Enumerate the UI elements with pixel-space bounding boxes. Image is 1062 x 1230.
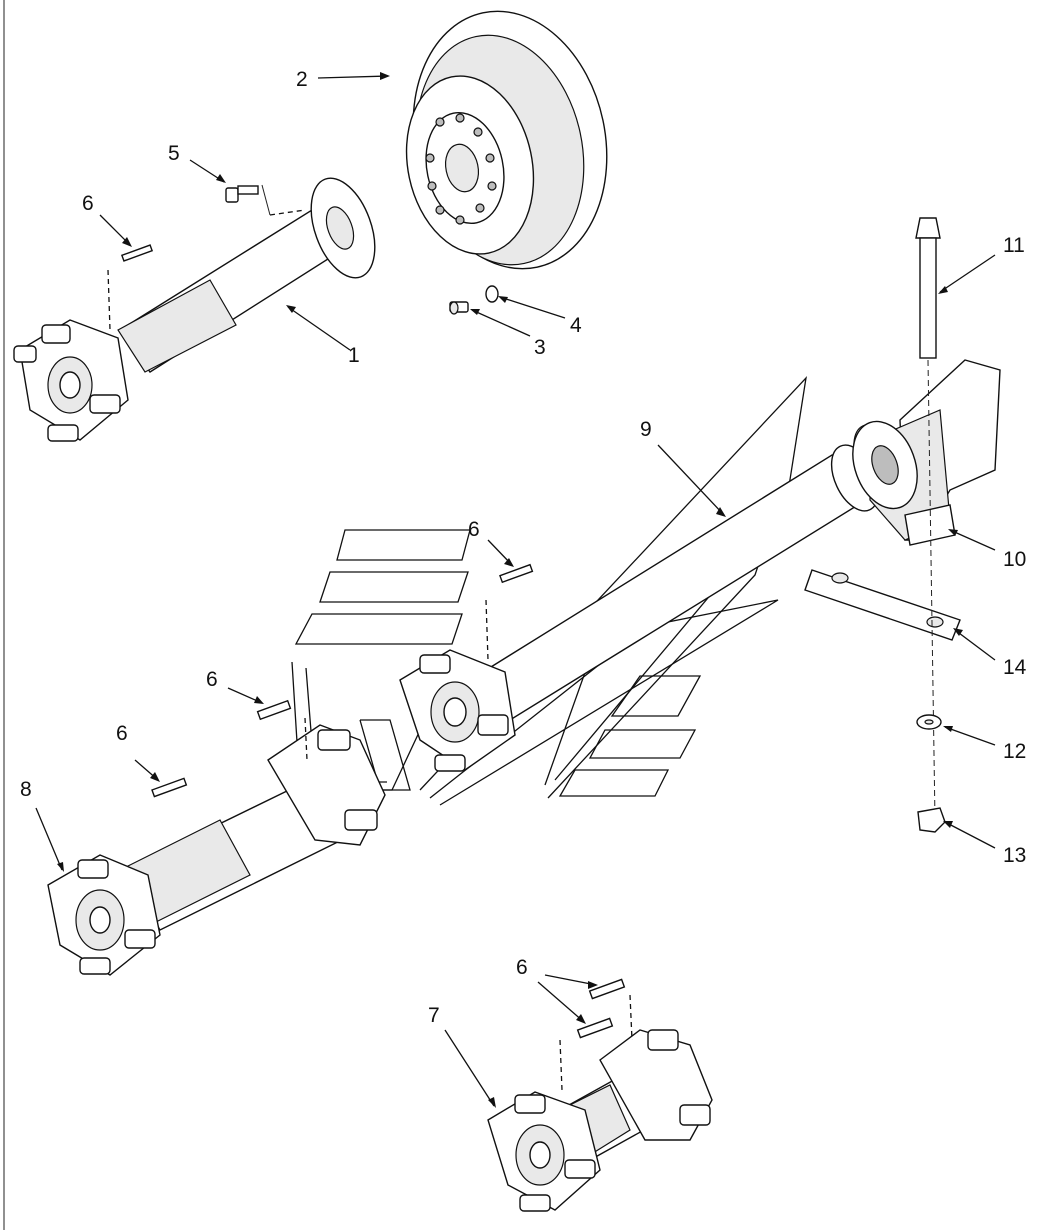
callout-3: 3: [534, 336, 546, 359]
small-bolt-3: [449, 301, 469, 315]
callout-4: 4: [570, 314, 582, 337]
callout-6a: 6: [82, 192, 94, 215]
drive-shaft-upper: [13, 177, 376, 442]
short-shaft: [487, 1029, 713, 1212]
watermark-logo: [291, 376, 807, 806]
long-bolt: [915, 217, 941, 821]
callout-13: 13: [1003, 844, 1026, 867]
leader-lines: [35, 75, 996, 1107]
callout-6b: 6: [468, 518, 480, 541]
callout-6d: 6: [116, 722, 128, 745]
callout-11: 11: [1003, 234, 1025, 257]
callout-labels: 1 2 3 4 5 6 6 6 6 6 7 8 9 10 11 12 13 14: [20, 68, 1027, 1027]
callout-6c: 6: [206, 668, 218, 691]
bolt-5: [225, 184, 271, 216]
brake-drum: [405, 10, 608, 270]
arrowheads: [57, 72, 963, 1108]
callout-10: 10: [1003, 548, 1026, 571]
callout-6e: 6: [516, 956, 528, 979]
callout-2: 2: [296, 68, 308, 91]
drive-shaft-lower: [47, 724, 386, 976]
callout-7: 7: [428, 1004, 440, 1027]
mounting-plate: [804, 569, 961, 641]
callout-5: 5: [168, 142, 180, 165]
bearing-bracket: [852, 359, 1001, 546]
nut-13: [917, 807, 946, 833]
callout-1: 1: [348, 344, 360, 367]
callout-12: 12: [1003, 740, 1026, 763]
bolt-6-group: [120, 244, 626, 1039]
callout-14: 14: [1003, 656, 1027, 679]
washer-4: [485, 285, 499, 303]
callout-9: 9: [640, 418, 652, 441]
callout-8: 8: [20, 778, 32, 801]
